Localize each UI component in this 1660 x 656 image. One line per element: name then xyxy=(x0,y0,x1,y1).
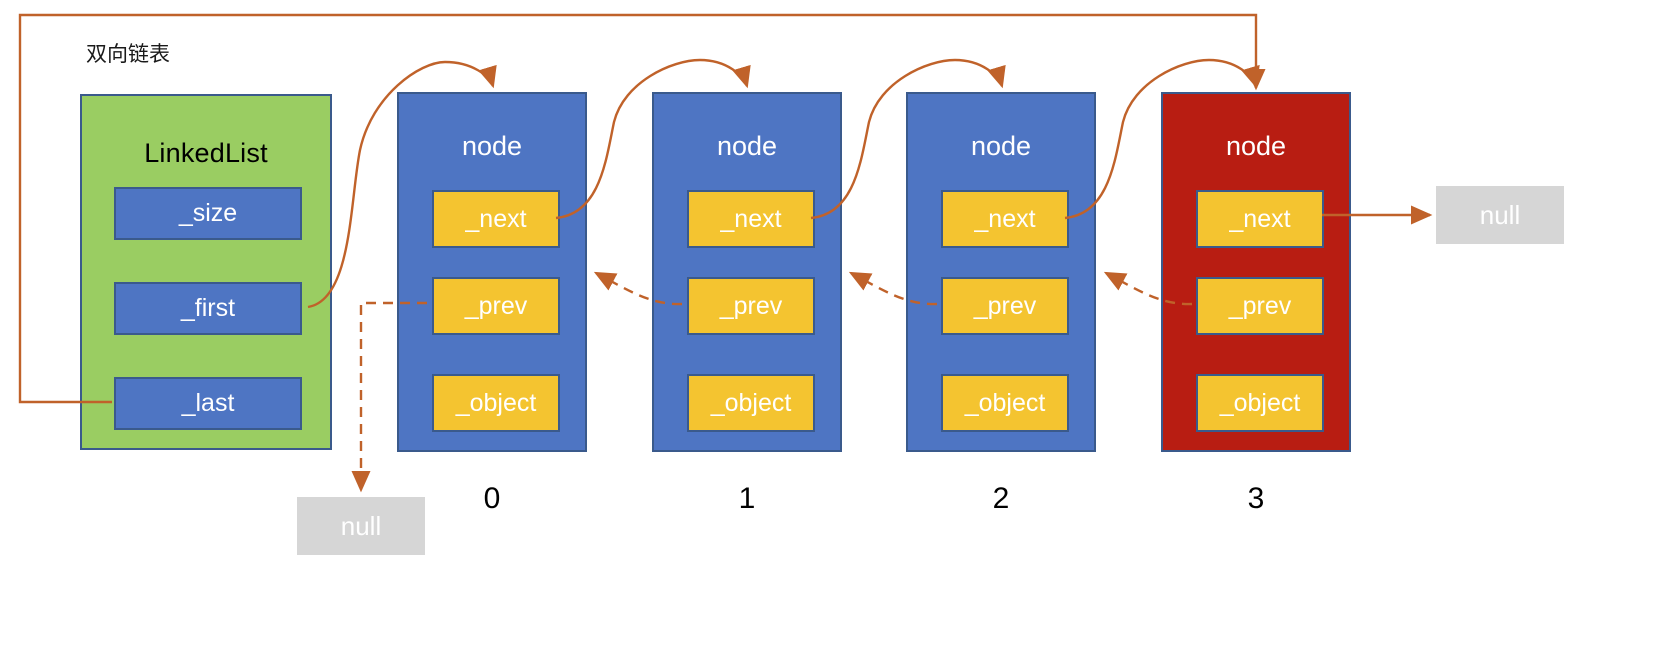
linkedlist-field-last[interactable]: _last xyxy=(114,377,302,430)
linkedlist-field-size[interactable]: _size xyxy=(114,187,302,240)
node-1-field-object[interactable]: _object xyxy=(687,374,815,432)
node-0-field-prev[interactable]: _prev xyxy=(432,277,560,335)
node-1-index: 1 xyxy=(738,482,756,515)
node-2[interactable]: node _next _prev _object xyxy=(906,92,1096,452)
linkedlist-title: LinkedList xyxy=(144,138,268,168)
null-box-tail: null xyxy=(1436,186,1564,244)
linkedlist-container[interactable]: LinkedList _size _first _last xyxy=(80,94,332,450)
node-2-field-object[interactable]: _object xyxy=(941,374,1069,432)
node-3[interactable]: node _next _prev _object xyxy=(1161,92,1351,452)
node-0-field-next[interactable]: _next xyxy=(432,190,560,248)
node-2-index: 2 xyxy=(992,482,1010,515)
null-box-head: null xyxy=(297,497,425,555)
node-0-index: 0 xyxy=(483,482,501,515)
node-3-field-prev[interactable]: _prev xyxy=(1196,277,1324,335)
node-1-field-prev[interactable]: _prev xyxy=(687,277,815,335)
node-3-field-next[interactable]: _next xyxy=(1196,190,1324,248)
node-1[interactable]: node _next _prev _object xyxy=(652,92,842,452)
node-2-field-prev[interactable]: _prev xyxy=(941,277,1069,335)
node-3-title: node xyxy=(1225,131,1287,161)
node-2-title: node xyxy=(970,131,1032,161)
linkedlist-field-first[interactable]: _first xyxy=(114,282,302,335)
node-3-index: 3 xyxy=(1247,482,1265,515)
node-3-field-object[interactable]: _object xyxy=(1196,374,1324,432)
node-0-field-object[interactable]: _object xyxy=(432,374,560,432)
node-0-title: node xyxy=(461,131,523,161)
node-2-field-next[interactable]: _next xyxy=(941,190,1069,248)
node-1-field-next[interactable]: _next xyxy=(687,190,815,248)
node-0[interactable]: node _next _prev _object xyxy=(397,92,587,452)
diagram-caption: 双向链表 xyxy=(86,42,170,66)
node-1-title: node xyxy=(716,131,778,161)
